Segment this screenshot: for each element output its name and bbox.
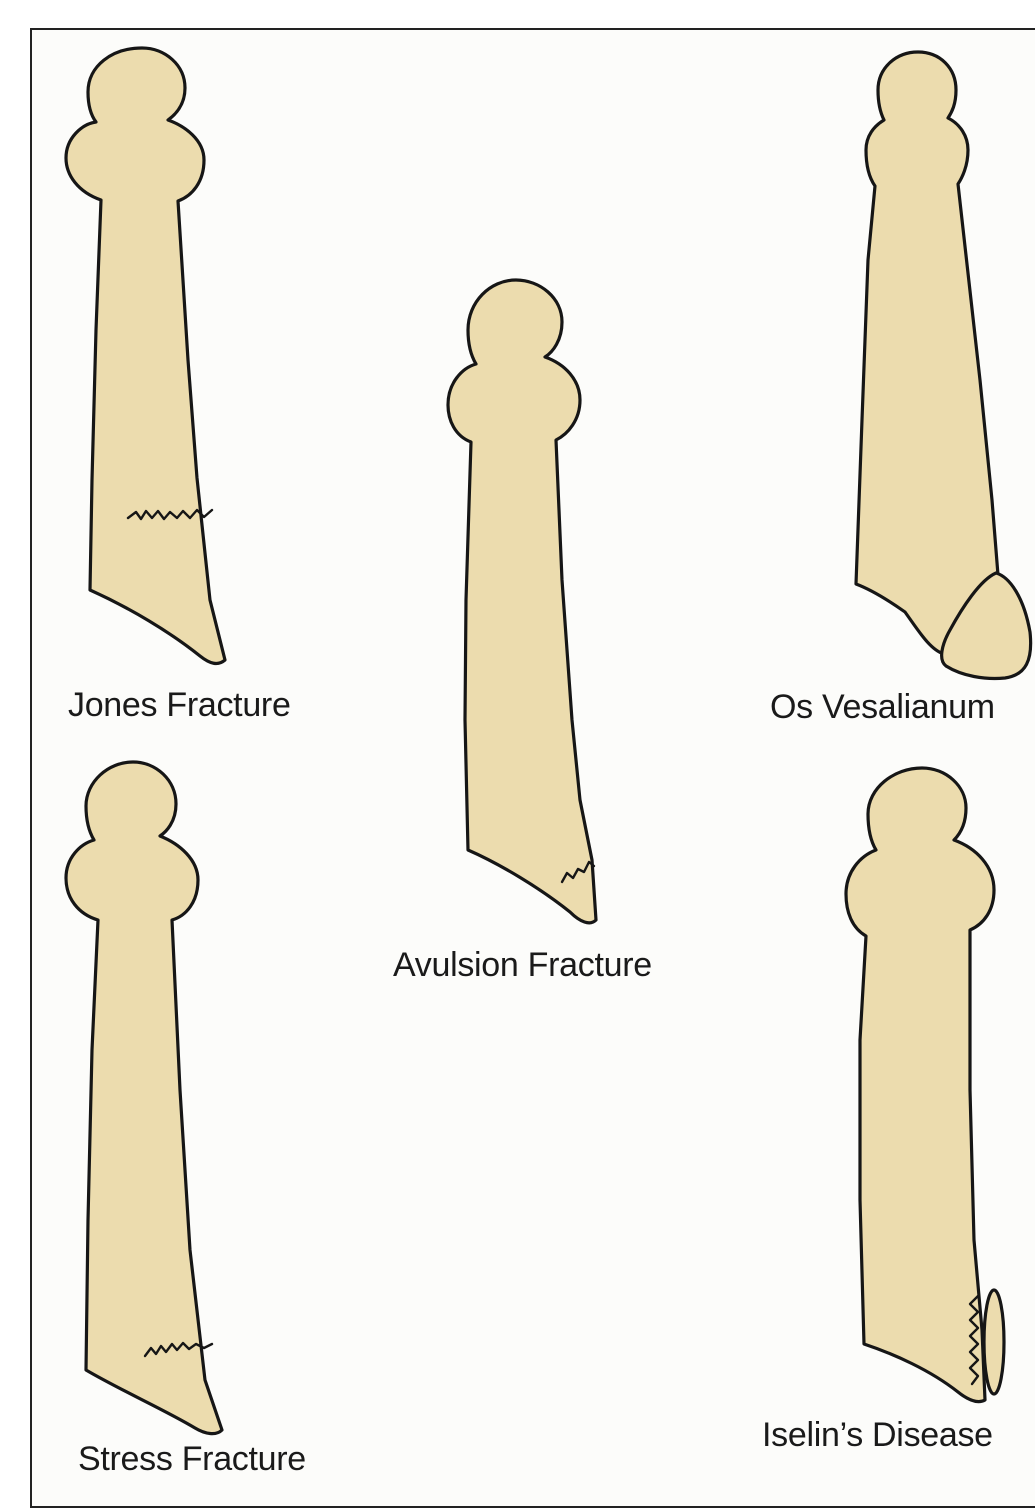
label-stress-fracture: Stress Fracture <box>78 1440 306 1479</box>
iselin-apophysis-fragment <box>984 1290 1004 1394</box>
iselin-disease-bone <box>846 768 1004 1402</box>
label-jones-fracture: Jones Fracture <box>68 686 291 725</box>
label-iselin-disease: Iselin’s Disease <box>762 1416 993 1455</box>
label-avulsion-fracture: Avulsion Fracture <box>393 946 652 985</box>
avulsion-fracture-bone <box>448 280 596 923</box>
stress-fracture-bone <box>66 762 222 1434</box>
label-os-vesalianum: Os Vesalianum <box>770 688 995 727</box>
jones-fracture-bone <box>66 48 225 663</box>
os-vesalianum-bone <box>856 52 1031 679</box>
